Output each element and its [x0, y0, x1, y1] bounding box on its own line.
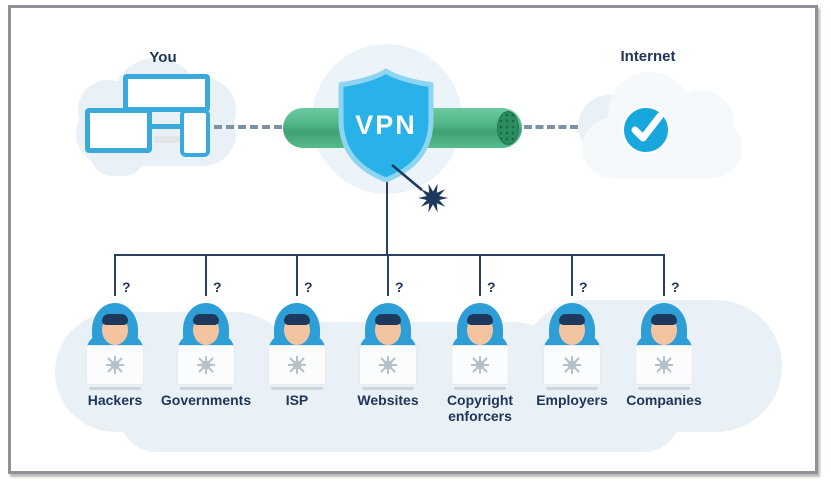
visor: [193, 314, 219, 325]
laptop-base: [180, 387, 232, 390]
threat-label: Websites: [357, 392, 419, 408]
connector-line: [205, 255, 207, 296]
question-mark: ?: [671, 279, 680, 295]
connector-line: [387, 255, 389, 296]
laptop-base: [89, 387, 141, 390]
hooded-figure-icon: [252, 303, 342, 391]
internet-label: Internet: [620, 48, 676, 65]
visor: [284, 314, 310, 325]
laptop-back: [268, 345, 326, 385]
question-mark: ?: [579, 279, 588, 295]
laptop-back: [86, 345, 144, 385]
tree-branch-line: [114, 254, 665, 256]
laptop-back: [359, 345, 417, 385]
question-mark: ?: [213, 279, 222, 295]
connector-line: [479, 255, 481, 296]
laptop-base: [546, 387, 598, 390]
laptop-base: [638, 387, 690, 390]
check-icon: [622, 106, 670, 154]
you-label: You: [149, 49, 177, 66]
monitor-icon: [123, 74, 210, 112]
background-cloud: [120, 380, 680, 452]
connector-line: [114, 255, 116, 296]
visor: [102, 314, 128, 325]
threat-node-hackers: ? Hackers: [70, 255, 160, 433]
threat-label: ISP: [285, 392, 309, 408]
question-mark: ?: [304, 279, 313, 295]
link-tunnel-internet: [524, 125, 578, 129]
hooded-figure-icon: [70, 303, 160, 391]
threat-node-copyright-enforcers: ? Copyright enforcers: [435, 255, 525, 433]
bug-icon: [563, 356, 581, 374]
device-connector: [150, 124, 182, 129]
question-mark: ?: [122, 279, 131, 295]
laptop-base: [454, 387, 506, 390]
laptop-base: [271, 387, 323, 390]
connector-line: [571, 255, 573, 296]
hooded-figure-icon: [435, 303, 525, 391]
blocked-threat-icon: [391, 164, 448, 213]
laptop-back: [635, 345, 693, 385]
threat-node-isp: ? ISP: [252, 255, 342, 433]
visor: [467, 314, 493, 325]
threat-label: Hackers: [87, 392, 143, 408]
tunnel-opening-icon: [497, 111, 519, 145]
laptop-back: [177, 345, 235, 385]
vpn-shield-icon: [332, 68, 440, 183]
threat-node-governments: ? Governments: [161, 255, 251, 433]
phone-icon: [180, 109, 210, 157]
bug-icon: [379, 356, 397, 374]
threat-label: Governments: [160, 392, 252, 408]
connector-line: [296, 255, 298, 296]
bug-icon: [471, 356, 489, 374]
bug-icon: [288, 356, 306, 374]
question-mark: ?: [487, 279, 496, 295]
keyboard-icon: [154, 136, 180, 143]
threat-label: Employers: [536, 392, 608, 408]
threat-node-employers: ? Employers: [527, 255, 617, 433]
hooded-figure-icon: [343, 303, 433, 391]
laptop-back: [451, 345, 509, 385]
visor: [651, 314, 677, 325]
hooded-figure-icon: [619, 303, 709, 391]
visor: [559, 314, 585, 325]
visor: [375, 314, 401, 325]
threat-node-websites: ? Websites: [343, 255, 433, 433]
hooded-figure-icon: [161, 303, 251, 391]
link-devices-tunnel: [214, 125, 282, 129]
starburst-icon: [418, 183, 448, 213]
connector-line: [663, 255, 665, 296]
laptop-icon: [85, 108, 152, 153]
tree-trunk-line: [386, 172, 388, 256]
bug-icon: [106, 356, 124, 374]
question-mark: ?: [395, 279, 404, 295]
threat-label: Copyright enforcers: [446, 392, 514, 425]
laptop-back: [543, 345, 601, 385]
hooded-figure-icon: [527, 303, 617, 391]
bug-icon: [197, 356, 215, 374]
vpn-label: VPN: [355, 110, 417, 140]
laptop-base: [362, 387, 414, 390]
threat-label: Companies: [626, 392, 702, 408]
threat-node-companies: ? Companies: [619, 255, 709, 433]
bug-icon: [655, 356, 673, 374]
